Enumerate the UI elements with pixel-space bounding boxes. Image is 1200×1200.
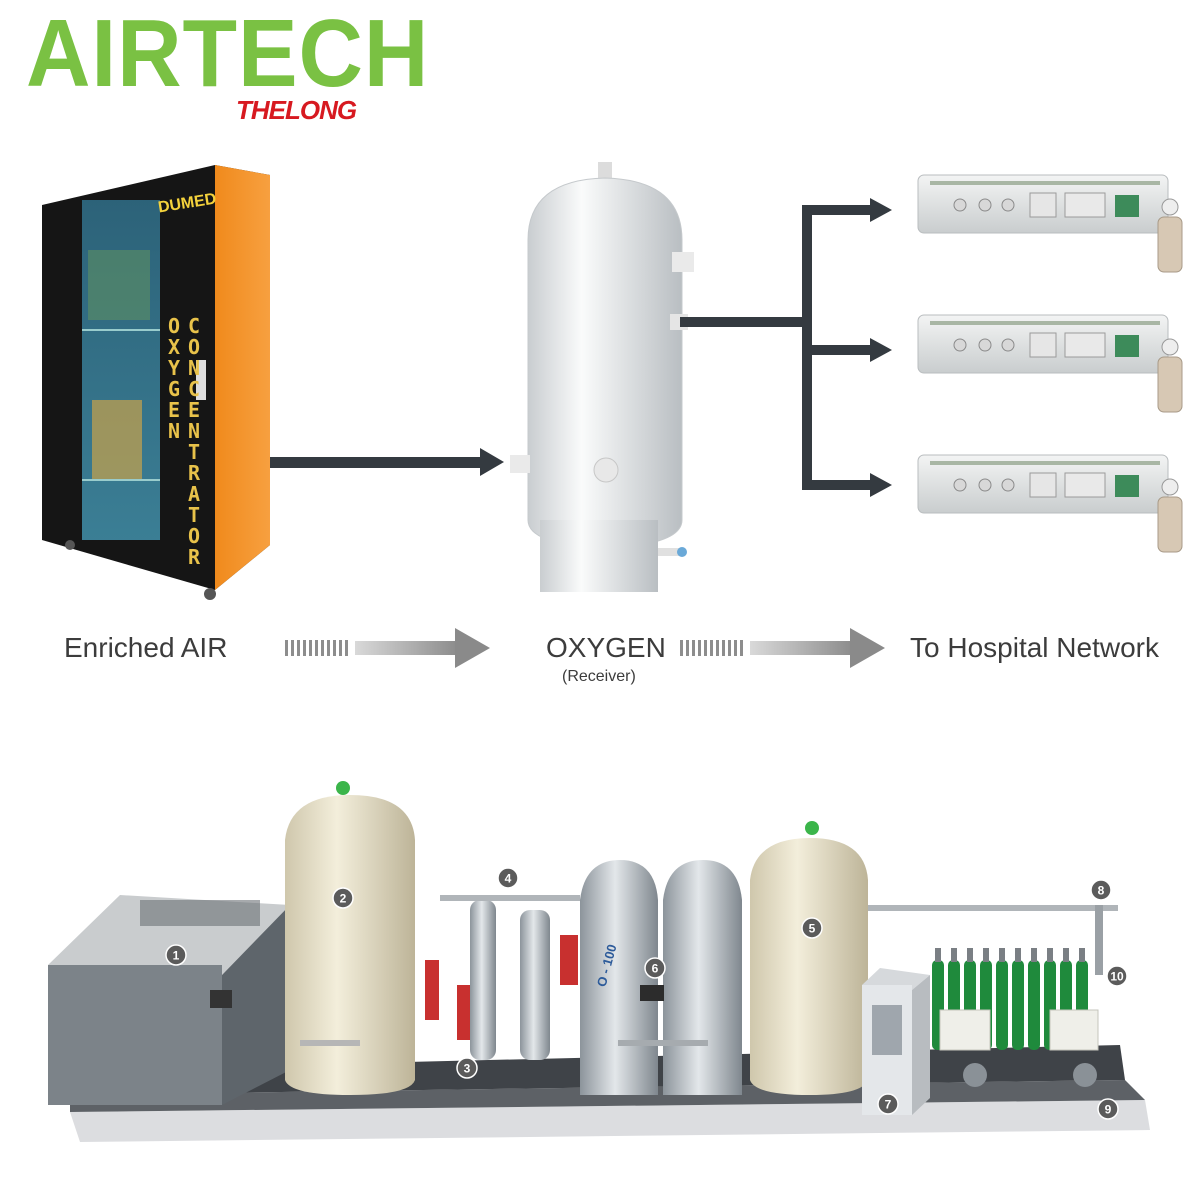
arrow-tick bbox=[339, 640, 342, 656]
arrow-tick bbox=[740, 640, 743, 656]
arrow-tick bbox=[680, 640, 683, 656]
flow-arrow-2 bbox=[680, 628, 885, 668]
arrow-tick bbox=[297, 640, 300, 656]
bed-head-panel-icon bbox=[917, 314, 1183, 413]
arrow-tick bbox=[704, 640, 707, 656]
bed-head-panel-icon bbox=[917, 174, 1183, 273]
vertical-oxygen-text: OXYGEN bbox=[167, 314, 181, 443]
arrow-tick bbox=[321, 640, 324, 656]
oxygen-receiver-tank bbox=[750, 821, 868, 1095]
component-badge-2: 2 bbox=[332, 887, 354, 909]
filters-dryer bbox=[425, 895, 580, 1060]
filling-manifold bbox=[868, 905, 1118, 1087]
component-number: 1 bbox=[173, 949, 180, 963]
gas-cylinder bbox=[1012, 960, 1024, 1050]
air-receiver-tank bbox=[285, 781, 415, 1095]
bed-head-panel-icon bbox=[917, 454, 1183, 553]
flow-label-enriched-air: Enriched AIR bbox=[64, 632, 228, 663]
arrow-tick bbox=[698, 640, 701, 656]
arrow-tick bbox=[716, 640, 719, 656]
component-number: 9 bbox=[1105, 1103, 1112, 1117]
receiver-tank-icon bbox=[510, 162, 694, 592]
flow-label-hospital-network: To Hospital Network bbox=[910, 632, 1159, 663]
arrow-tick bbox=[722, 640, 725, 656]
psa-generator bbox=[580, 860, 742, 1095]
control-cabinet bbox=[862, 968, 930, 1115]
component-number: 2 bbox=[340, 892, 347, 906]
vertical-concentrator-text: CONCENTRATOR bbox=[187, 314, 201, 569]
arrow-tick bbox=[291, 640, 294, 656]
arrow-tick bbox=[686, 640, 689, 656]
arrow-tick bbox=[728, 640, 731, 656]
arrow-tick bbox=[710, 640, 713, 656]
component-badge-4: 4 bbox=[497, 867, 519, 889]
gas-cylinder bbox=[1028, 960, 1040, 1050]
arrow-right-icon bbox=[270, 448, 504, 476]
arrow-tick bbox=[303, 640, 306, 656]
arrow-tick bbox=[692, 640, 695, 656]
component-number: 6 bbox=[652, 962, 659, 976]
component-number: 8 bbox=[1098, 884, 1105, 898]
arrow-tick bbox=[327, 640, 330, 656]
arrow-tick bbox=[734, 640, 737, 656]
gas-cylinder bbox=[996, 960, 1008, 1050]
oxygen-plant: 1 2 3 4 5 6 7 8 9 10 bbox=[48, 781, 1150, 1142]
concentrator-cabinet-icon bbox=[42, 165, 270, 600]
flow-label-receiver: (Receiver) bbox=[562, 668, 636, 685]
component-badge-5: 5 bbox=[801, 917, 823, 939]
thelong-logo: THELONG bbox=[236, 95, 357, 125]
component-badge-8: 8 bbox=[1090, 879, 1112, 901]
bed-head-panels bbox=[917, 174, 1183, 553]
air-compressor bbox=[48, 895, 290, 1105]
component-badge-1: 1 bbox=[165, 944, 187, 966]
component-badge-7: 7 bbox=[877, 1093, 899, 1115]
arrow-tick bbox=[285, 640, 288, 656]
arrow-tick bbox=[345, 640, 348, 656]
component-badge-3: 3 bbox=[456, 1057, 478, 1079]
arrow-tick bbox=[315, 640, 318, 656]
component-number: 10 bbox=[1110, 970, 1124, 984]
component-number: 4 bbox=[505, 872, 512, 886]
arrow-tick bbox=[309, 640, 312, 656]
arrow-tick bbox=[333, 640, 336, 656]
flow-label-oxygen: OXYGEN bbox=[546, 632, 666, 663]
airtech-logo: AIRTECH bbox=[26, 0, 430, 107]
component-badge-6: 6 bbox=[644, 957, 666, 979]
component-number: 3 bbox=[464, 1062, 471, 1076]
flow-arrow-1 bbox=[285, 628, 490, 668]
distribution-lines bbox=[680, 198, 892, 497]
component-number: 5 bbox=[809, 922, 816, 936]
component-badge-10: 10 bbox=[1106, 965, 1128, 987]
component-number: 7 bbox=[885, 1098, 892, 1112]
component-badge-9: 9 bbox=[1097, 1098, 1119, 1120]
